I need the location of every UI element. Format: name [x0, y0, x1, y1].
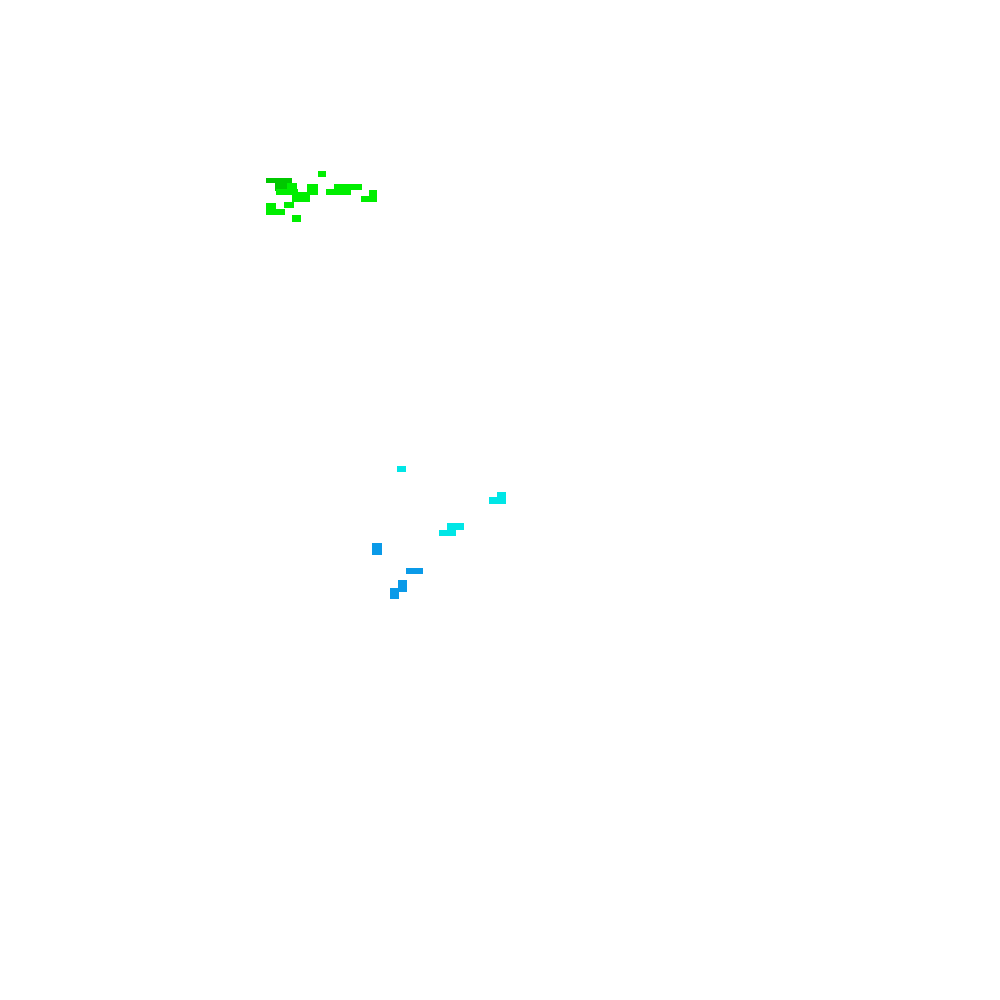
- green-pixel-block: [292, 215, 301, 222]
- cyan-pixel-block: [489, 497, 506, 504]
- green-pixel-block: [284, 202, 294, 208]
- cyan-pixel-block: [397, 466, 406, 472]
- blue-pixel-block: [390, 588, 399, 599]
- green-pixel-block: [275, 183, 287, 191]
- blue-pixel-block: [398, 580, 407, 592]
- cyan-pixel-block: [447, 523, 464, 530]
- green-pixel-block: [334, 184, 362, 190]
- green-pixel-block: [361, 196, 377, 202]
- green-pixel-block: [266, 178, 292, 183]
- green-pixel-block: [326, 189, 351, 195]
- blue-pixel-block: [372, 543, 382, 555]
- green-pixel-block: [287, 183, 297, 189]
- cyan-pixel-block: [497, 492, 506, 498]
- green-pixel-block: [276, 189, 298, 195]
- green-pixel-block: [307, 184, 318, 195]
- green-pixel-block: [292, 192, 310, 202]
- green-pixel-block: [266, 203, 276, 215]
- green-pixel-block: [276, 209, 285, 215]
- blue-pixel-block: [406, 568, 423, 574]
- cyan-pixel-block: [439, 530, 456, 536]
- green-pixel-block: [369, 190, 377, 197]
- green-pixel-block: [318, 171, 326, 177]
